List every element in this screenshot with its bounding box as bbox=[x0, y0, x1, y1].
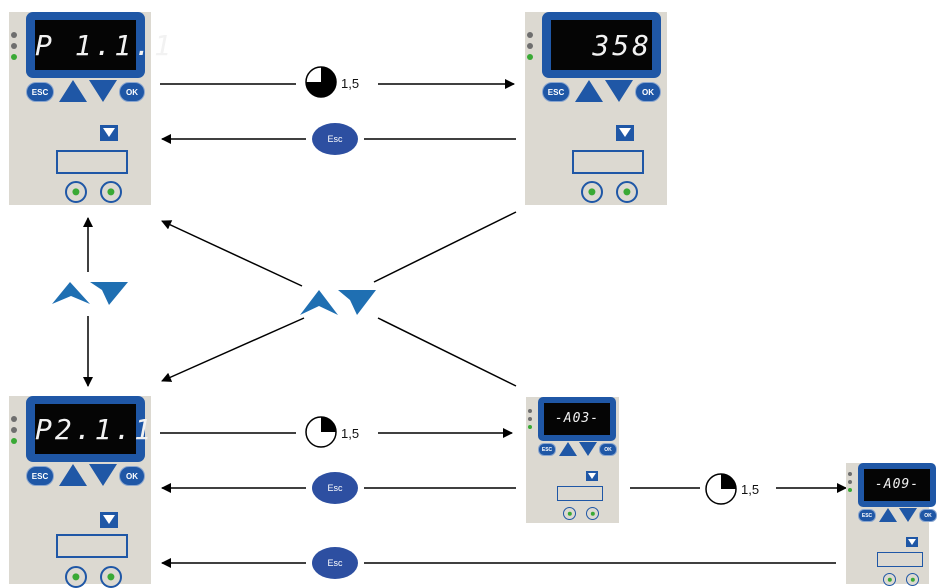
display-value: P2.1.1 bbox=[35, 413, 155, 446]
up-key-icon[interactable] bbox=[59, 80, 87, 102]
esc-button[interactable]: Esc bbox=[312, 123, 358, 155]
ok-key[interactable]: OK bbox=[119, 466, 145, 486]
arrow-diag-to-p1 bbox=[161, 220, 303, 287]
controller-panel-value: 358 ESC OK bbox=[525, 12, 667, 205]
display-frame: 358 bbox=[542, 12, 661, 78]
up-key-icon[interactable] bbox=[59, 464, 87, 486]
up-key-icon[interactable] bbox=[559, 442, 577, 456]
controller-panel-a03: -A03- ESC OK bbox=[526, 397, 619, 523]
tank-icon bbox=[572, 150, 644, 174]
esc-button[interactable]: Esc bbox=[312, 472, 358, 504]
display-frame: -A03- bbox=[538, 397, 616, 441]
arrow-diag-to-p2 bbox=[161, 317, 305, 382]
tank-icon bbox=[56, 534, 128, 558]
display-value: -A03- bbox=[554, 411, 600, 426]
pie-timer-icon bbox=[305, 66, 337, 98]
display-screen: -A03- bbox=[544, 403, 610, 435]
status-led bbox=[11, 32, 17, 38]
tank-icon bbox=[56, 150, 128, 174]
down-key-icon[interactable] bbox=[605, 80, 633, 102]
down-key-icon[interactable] bbox=[899, 508, 917, 522]
display-value: -A09- bbox=[874, 477, 920, 492]
down-key-icon[interactable] bbox=[89, 464, 117, 486]
tank-top bbox=[56, 534, 126, 536]
tank-top bbox=[56, 150, 126, 152]
tank-icon bbox=[877, 552, 923, 567]
esc-key[interactable]: ESC bbox=[538, 443, 556, 456]
display-screen: P2.1.1 bbox=[35, 404, 155, 454]
pie-timer-icon bbox=[705, 473, 737, 505]
pump-icon bbox=[100, 181, 122, 203]
esc-key[interactable]: ESC bbox=[26, 466, 54, 486]
status-led bbox=[11, 438, 17, 444]
pump-icon bbox=[616, 181, 638, 203]
pump-icon bbox=[65, 181, 87, 203]
status-led bbox=[527, 54, 533, 60]
tank-icon bbox=[557, 486, 603, 501]
esc-button[interactable]: Esc bbox=[312, 547, 358, 579]
alarm-badge-icon bbox=[906, 537, 918, 547]
pump-icon bbox=[65, 566, 87, 588]
display-screen: -A09- bbox=[864, 469, 930, 501]
pump-icon bbox=[586, 507, 599, 520]
controller-panel-a09: -A09- ESC OK bbox=[846, 463, 937, 586]
hold-time-label: 1,5 bbox=[341, 426, 360, 441]
down-arrow-icon bbox=[338, 290, 376, 315]
controller-panel-p2: P2.1.1 ESC OK bbox=[9, 396, 155, 588]
pump-icon bbox=[563, 507, 576, 520]
alarm-badge-icon bbox=[100, 512, 118, 528]
display-frame: P 1.1.1 bbox=[26, 12, 175, 78]
status-led bbox=[527, 43, 533, 49]
display-screen: 358 bbox=[551, 20, 652, 70]
up-arrow-icon bbox=[52, 282, 90, 304]
tank-top bbox=[572, 150, 642, 152]
hold-time-label: 1,5 bbox=[341, 76, 360, 91]
down-arrow-icon bbox=[90, 282, 128, 305]
line-diag-value bbox=[373, 211, 517, 283]
tank-top bbox=[877, 552, 923, 553]
display-value: P 1.1.1 bbox=[35, 29, 175, 62]
pie-timer-icon bbox=[305, 416, 337, 448]
status-led bbox=[848, 472, 852, 476]
ok-key[interactable]: OK bbox=[635, 82, 661, 102]
ok-key[interactable]: OK bbox=[119, 82, 145, 102]
line-diag-a03 bbox=[377, 317, 517, 387]
controller-panel-p1: P 1.1.1 ESC OK bbox=[9, 12, 175, 205]
status-led bbox=[528, 409, 532, 413]
esc-key[interactable]: ESC bbox=[542, 82, 570, 102]
alarm-badge-icon bbox=[616, 125, 634, 141]
esc-key[interactable]: ESC bbox=[858, 509, 876, 522]
up-key-icon[interactable] bbox=[879, 508, 897, 522]
status-led bbox=[11, 427, 17, 433]
display-frame: -A09- bbox=[858, 463, 936, 507]
down-key-icon[interactable] bbox=[579, 442, 597, 456]
alarm-badge-icon bbox=[586, 471, 598, 481]
status-led bbox=[528, 425, 532, 429]
up-key-icon[interactable] bbox=[575, 80, 603, 102]
status-led bbox=[527, 32, 533, 38]
pump-icon bbox=[883, 573, 896, 586]
tank-top bbox=[557, 486, 603, 487]
pump-icon bbox=[581, 181, 603, 203]
ok-key[interactable]: OK bbox=[919, 509, 937, 522]
status-led bbox=[848, 480, 852, 484]
display-frame: P2.1.1 bbox=[26, 396, 155, 462]
up-arrow-icon bbox=[300, 290, 338, 315]
status-led bbox=[11, 54, 17, 60]
status-led bbox=[11, 416, 17, 422]
status-led bbox=[528, 417, 532, 421]
display-screen: P 1.1.1 bbox=[35, 20, 175, 70]
down-key-icon[interactable] bbox=[89, 80, 117, 102]
ok-key[interactable]: OK bbox=[599, 443, 617, 456]
hold-time-label: 1,5 bbox=[741, 482, 760, 497]
alarm-badge-icon bbox=[100, 125, 118, 141]
esc-key[interactable]: ESC bbox=[26, 82, 54, 102]
pump-icon bbox=[100, 566, 122, 588]
status-led bbox=[848, 488, 852, 492]
pump-icon bbox=[906, 573, 919, 586]
display-value: 358 bbox=[592, 29, 652, 62]
status-led bbox=[11, 43, 17, 49]
